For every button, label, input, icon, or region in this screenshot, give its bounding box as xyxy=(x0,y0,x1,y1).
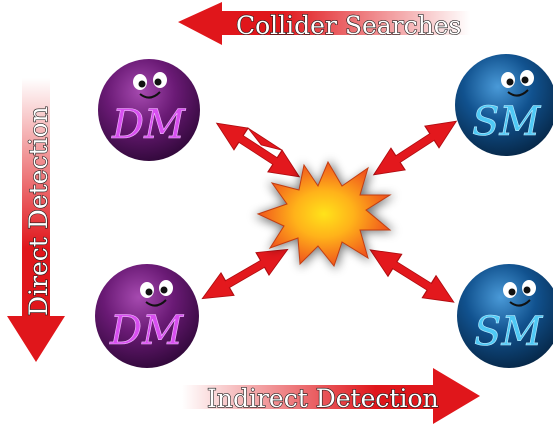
sm-particle-top: SM xyxy=(455,54,553,156)
dm-particle-bottom: DM xyxy=(95,264,199,368)
sm-label-bottom: SM xyxy=(474,309,543,355)
explosion-icon xyxy=(254,160,395,270)
sm-label-top: SM xyxy=(472,99,541,145)
sm-particle-bottom: SM xyxy=(457,264,553,368)
arrow-sm-top xyxy=(372,120,458,176)
interaction-arrows xyxy=(201,120,458,303)
indirect-detection-arrow xyxy=(182,368,480,424)
arrow-sm-bottom xyxy=(369,249,455,303)
arrow-dm-bottom xyxy=(201,248,289,300)
arrow-dm-top xyxy=(215,122,301,178)
collider-arrow xyxy=(178,2,470,45)
dm-particle-top: DM xyxy=(98,59,200,161)
indirect-detection-label: Indirect Detection xyxy=(207,384,439,413)
dm-label-top: DM xyxy=(111,102,186,148)
direct-detection-arrow xyxy=(7,78,65,362)
collider-searches-label: Collider Searches xyxy=(236,11,461,40)
dm-label-bottom: DM xyxy=(109,308,184,354)
direct-detection-label: Direct Detection xyxy=(24,106,53,316)
